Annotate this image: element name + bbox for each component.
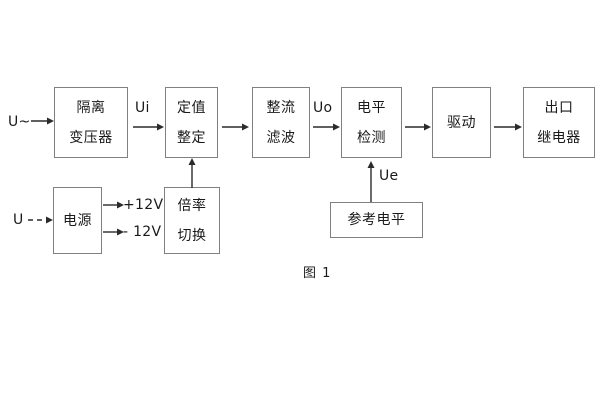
figure-caption: 图 1 — [303, 266, 332, 281]
rail-label-negative: - 12V — [123, 224, 162, 240]
arrow-level-detection-to-drive — [405, 122, 432, 132]
block-setpoint-setting-line-1: 定值 — [177, 99, 206, 116]
block-rectify-filter-line-1: 整流 — [266, 99, 296, 116]
arrow-input-to-power-supply — [28, 215, 55, 225]
block-power-supply-line-1: 电源 — [63, 212, 92, 229]
block-drive: 驱动 — [432, 87, 491, 158]
block-power-supply: 电源 — [53, 187, 102, 254]
block-multiplier-switch-line-2: 切换 — [177, 227, 207, 244]
arrow-drive-to-output-relay — [494, 122, 523, 132]
block-isolation-transformer: 隔离 变压器 — [54, 87, 128, 158]
block-level-detection-line-1: 电平 — [357, 99, 386, 116]
arrow-multiplier-to-setpoint — [187, 158, 197, 188]
input-label-dc: U — [13, 212, 24, 228]
block-level-detection: 电平 检测 — [341, 87, 402, 158]
arrow-input-to-isolation — [31, 116, 55, 126]
block-multiplier-switch: 倍率 切换 — [164, 187, 220, 254]
block-level-detection-line-2: 检测 — [357, 129, 386, 146]
block-isolation-transformer-line-2: 变压器 — [69, 129, 113, 146]
input-label-ac: U~ — [8, 114, 31, 130]
signal-label-uo: Uo — [313, 100, 333, 116]
block-multiplier-switch-line-1: 倍率 — [177, 197, 207, 214]
arrow-rectify-to-level-detection — [313, 122, 341, 132]
block-output-relay-line-2: 继电器 — [537, 129, 581, 146]
block-output-relay: 出口 继电器 — [523, 87, 595, 158]
block-drive-line-1: 驱动 — [447, 114, 476, 131]
arrow-setpoint-to-rectify — [222, 122, 250, 132]
block-setpoint-setting: 定值 整定 — [165, 87, 218, 158]
arrow-reference-to-level-detection — [366, 161, 376, 202]
signal-label-ui: Ui — [135, 100, 150, 116]
block-output-relay-line-1: 出口 — [544, 99, 574, 116]
block-isolation-transformer-line-1: 隔离 — [76, 99, 106, 116]
signal-label-ue: Ue — [379, 168, 399, 184]
block-reference-level-line-1: 参考电平 — [347, 212, 406, 228]
arrow-rail-positive — [103, 200, 125, 210]
block-rectify-filter-line-2: 滤波 — [266, 129, 296, 146]
rail-label-positive: +12V — [123, 197, 164, 213]
block-rectify-filter: 整流 滤波 — [252, 87, 310, 158]
block-setpoint-setting-line-2: 整定 — [177, 129, 206, 146]
arrow-isolation-to-setpoint — [133, 122, 165, 132]
block-reference-level: 参考电平 — [330, 202, 423, 238]
arrow-rail-negative — [103, 227, 125, 237]
